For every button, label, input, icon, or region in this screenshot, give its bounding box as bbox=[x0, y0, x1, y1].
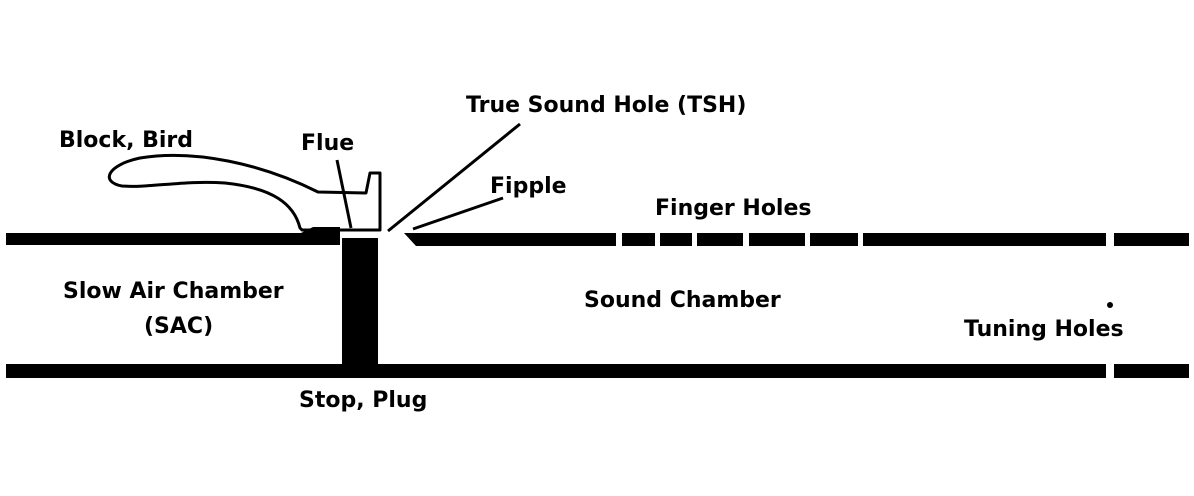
block-bird-outline bbox=[108, 153, 382, 232]
stop-plug bbox=[342, 238, 378, 366]
top-wall-segment-4 bbox=[697, 233, 743, 246]
tuning-hole-dot bbox=[1107, 302, 1113, 308]
top-wall-segment-2 bbox=[622, 233, 655, 246]
top-wall-segment-7 bbox=[863, 233, 1106, 246]
fipple-pointer bbox=[412, 196, 504, 231]
top-wall-segment-6 bbox=[810, 233, 858, 246]
bottom-wall-main bbox=[6, 364, 1106, 378]
flue-pointer bbox=[335, 159, 353, 229]
label-flue: Flue bbox=[301, 131, 354, 156]
label-block-bird: Block, Bird bbox=[59, 128, 193, 153]
tsh-pointer bbox=[387, 122, 521, 233]
bottom-wall bbox=[6, 364, 1189, 378]
top-wall-sac-segment bbox=[6, 227, 340, 245]
top-wall-fipple-segment bbox=[404, 233, 616, 246]
label-stop-plug: Stop, Plug bbox=[299, 388, 427, 413]
top-wall bbox=[6, 227, 1189, 246]
top-wall-segment-5 bbox=[749, 233, 805, 246]
label-sound-chamber: Sound Chamber bbox=[584, 288, 781, 313]
label-slow-air-chamber: Slow Air Chamber bbox=[63, 279, 284, 304]
label-true-sound-hole: True Sound Hole (TSH) bbox=[466, 93, 746, 118]
bottom-wall-end bbox=[1114, 364, 1189, 378]
top-wall-segment-3 bbox=[660, 233, 692, 246]
label-tuning-holes: Tuning Holes bbox=[964, 317, 1124, 342]
label-finger-holes: Finger Holes bbox=[655, 196, 812, 221]
label-fipple: Fipple bbox=[490, 174, 567, 199]
top-wall-segment-8 bbox=[1114, 233, 1189, 246]
label-sac-abbrev: (SAC) bbox=[144, 314, 213, 339]
